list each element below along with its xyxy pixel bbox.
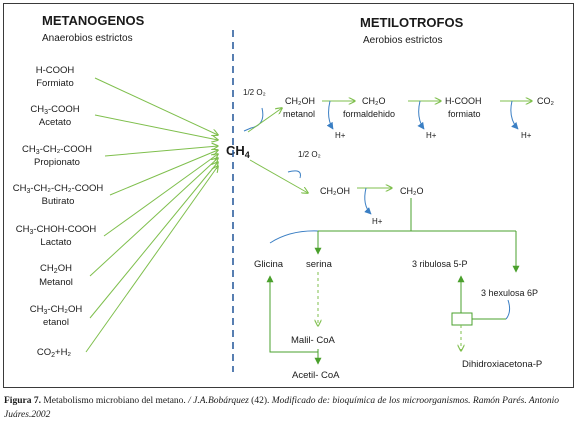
hexulosa-label: 3 hexulosa 6P	[481, 288, 538, 298]
arrow-lactato	[103, 154, 218, 237]
h-plus-4: H+	[372, 217, 383, 226]
h-plus-1: H+	[335, 131, 346, 140]
o2-uptake-arrow-2	[287, 170, 301, 179]
h-plus-3: H+	[521, 131, 532, 140]
h-release-arrow-1	[326, 100, 334, 130]
left-subtitle: Anaerobios estrictos	[42, 33, 133, 44]
arrow-ch4-to-metanol	[247, 108, 282, 133]
substrate-formula: CO2+H₂	[37, 347, 72, 359]
substrate-formula: CH3-CH₂-CH₂-COOH	[13, 183, 104, 195]
formaldehido-label: formaldehido	[343, 109, 395, 119]
ch2oh-intermediate: CH₂OH	[320, 186, 350, 196]
oxidation-chain: 1/2 O₂ CH₂OH metanol H+ CH₂O formaldehid…	[243, 88, 555, 140]
figure-caption: Figura 7. Metabolismo microbiano del met…	[4, 394, 574, 422]
caption-source: Modificado de: bioquímica de los microor…	[4, 396, 559, 420]
caption-authors: / J.A.Bobárquez	[188, 396, 249, 406]
glicina-label: Glicina	[254, 259, 284, 270]
caption-ref: (42).	[248, 396, 272, 406]
substrate-name: Propionato	[34, 157, 80, 168]
substrate-formula: CH2OH	[40, 263, 72, 275]
right-title: METILOTROFOS	[360, 15, 464, 30]
right-subtitle: Aerobios estrictos	[363, 35, 442, 46]
formiato-label: formiato	[448, 109, 481, 119]
blue-connector	[269, 230, 319, 244]
arrow-acetato	[94, 114, 218, 140]
arrow-metanol	[89, 158, 218, 277]
methane-label: CH4	[226, 143, 250, 160]
serina-label: serina	[306, 259, 333, 270]
h-release-arrow-2	[417, 100, 425, 130]
h-release-arrow-4	[364, 187, 372, 215]
arrow-propionato	[104, 146, 218, 157]
ribulosa-label: 3 ribulosa 5-P	[412, 259, 468, 269]
arrow-co2	[85, 166, 218, 353]
figure-frame	[3, 3, 574, 388]
h-release-arrow-3	[510, 100, 519, 130]
substrate-list: H-COOH Formiato CH3-COOH Acetato CH3-CH₂…	[13, 65, 104, 359]
ch2o-intermediate: CH₂O	[400, 186, 424, 196]
metanol-label: metanol	[283, 109, 315, 119]
arrow-formiato	[94, 77, 218, 135]
arrow-etanol	[89, 162, 218, 319]
ch2o-formaldehido: CH₂O	[362, 96, 386, 106]
substrate-formula: CH3-CHOH-COOH	[16, 224, 97, 236]
malil-coa-label: Malil- CoA	[291, 335, 335, 346]
arrow-butirato	[109, 150, 218, 196]
substrate-name: Butirato	[42, 196, 75, 207]
dihidroxiacetona-label: Dihidroxiacetona-P	[462, 359, 542, 370]
caption-text: Metabolismo microbiano del metano.	[40, 396, 189, 406]
caption-label: Figura 7.	[4, 396, 41, 406]
o2-label: 1/2 O₂	[243, 88, 266, 97]
substrate-formula: CH3-CH₂OH	[30, 304, 83, 316]
serine-rump-pathway: Glicina serina 3 ribulosa 5-P 3 hexulosa…	[254, 230, 542, 381]
substrate-name: etanol	[43, 317, 69, 328]
substrate-name: Metanol	[39, 277, 73, 288]
ch2oh-metanol: CH₂OH	[285, 96, 315, 106]
substrate-formula: CH3-CH₂-COOH	[22, 144, 92, 156]
glicina-return-loop	[266, 275, 318, 353]
h-plus-2: H+	[426, 131, 437, 140]
hcooh-formiato: H-COOH	[445, 96, 482, 106]
cycle-box	[451, 312, 473, 326]
assimilation-branch: 1/2 O₂ CH₂OH H+ CH₂O	[249, 150, 424, 231]
acetil-coa-label: Acetil- CoA	[292, 370, 340, 381]
o2-label-2: 1/2 O₂	[298, 150, 321, 159]
arrow-ch4-to-ch2oh	[249, 159, 308, 193]
hexulosa-return-curve	[505, 299, 511, 320]
substrate-formula: H-COOH	[36, 65, 75, 76]
substrate-formula: CH3-COOH	[30, 104, 79, 116]
substrate-name: Lactato	[40, 237, 71, 248]
substrate-name: Acetato	[39, 117, 71, 128]
substrate-arrows	[85, 77, 218, 353]
co2-product: CO₂	[537, 96, 555, 106]
left-title: METANOGENOS	[42, 13, 145, 28]
substrate-name: Formiato	[36, 78, 73, 89]
o2-uptake-arrow	[243, 107, 264, 132]
